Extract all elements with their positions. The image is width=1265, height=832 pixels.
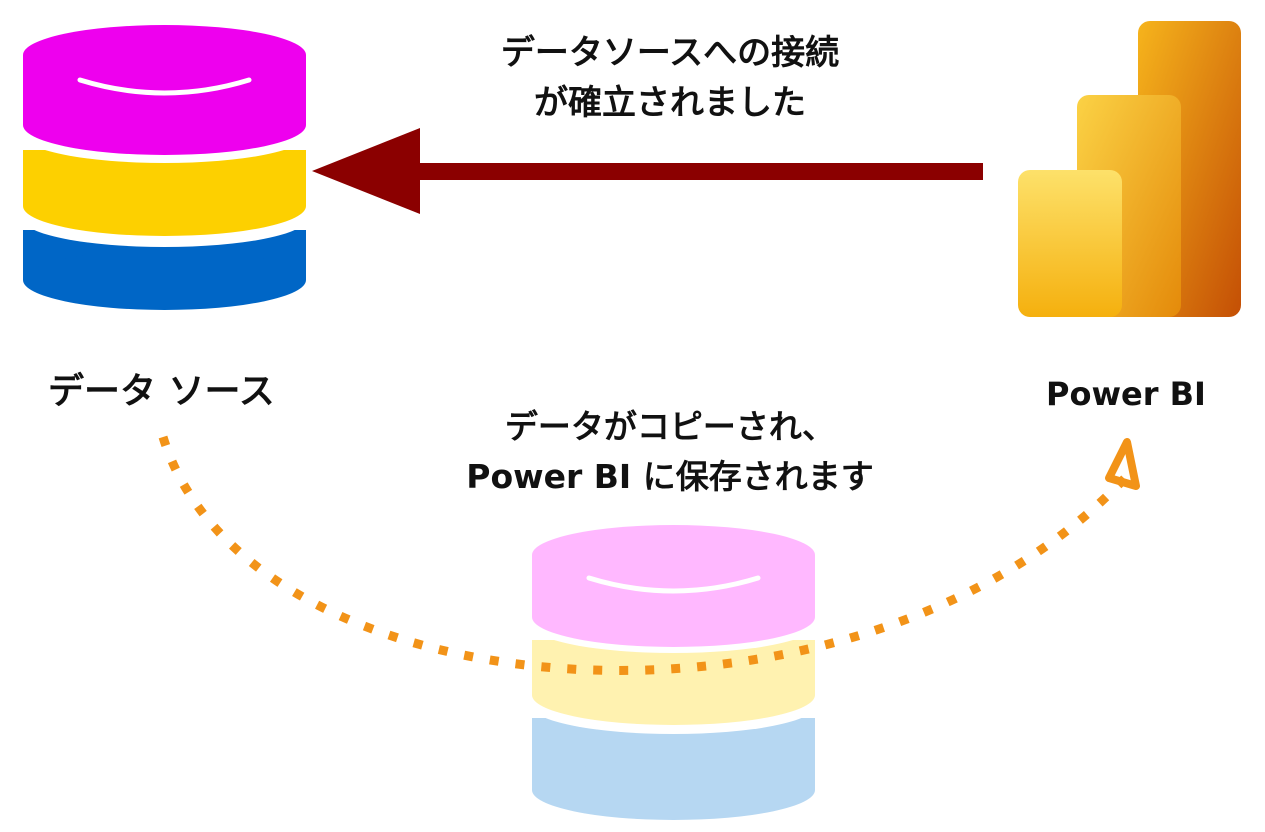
power-bi-label: Power BI <box>1046 375 1206 413</box>
connection-arrow <box>312 128 983 214</box>
db-layer-middle-cap <box>23 176 306 236</box>
data-source-label: データ ソース <box>48 371 275 412</box>
db-highlight <box>77 77 252 96</box>
db-layer-bottom-cap <box>23 250 306 310</box>
copy-path-curve <box>158 435 1129 675</box>
copy-path-arrow <box>158 435 1140 675</box>
data-copied-line2: Power BI に保存されます <box>466 457 874 496</box>
db-layer-top-cap <box>23 95 306 155</box>
data-source-database-icon <box>23 25 306 310</box>
copy-db-highlight <box>586 575 761 594</box>
connection-established-line1: データソースへの接続 <box>500 33 840 73</box>
data-copied-label: データがコピーされ、 Power BI に保存されます <box>420 402 920 502</box>
connection-established-label: データソースへの接続 が確立されました <box>420 28 920 128</box>
copy-db-layer-top-lid <box>532 525 815 585</box>
copy-db-layer-middle-cap <box>532 665 815 725</box>
copy-path-arrowhead <box>1105 438 1140 490</box>
connection-arrow-head <box>312 128 420 214</box>
copy-db-layer-top-cap <box>532 587 815 647</box>
db-layer-top-lid <box>23 25 306 85</box>
power-bi-bar-short <box>1018 170 1122 317</box>
stored-copy-database-icon <box>532 525 815 820</box>
data-copied-line1: データがコピーされ、 <box>504 407 836 446</box>
connection-arrow-shaft <box>410 163 983 180</box>
copy-db-layer-bottom-cap <box>532 760 815 820</box>
connection-established-line2: が確立されました <box>534 83 806 123</box>
power-bi-logo-icon <box>1018 21 1241 317</box>
